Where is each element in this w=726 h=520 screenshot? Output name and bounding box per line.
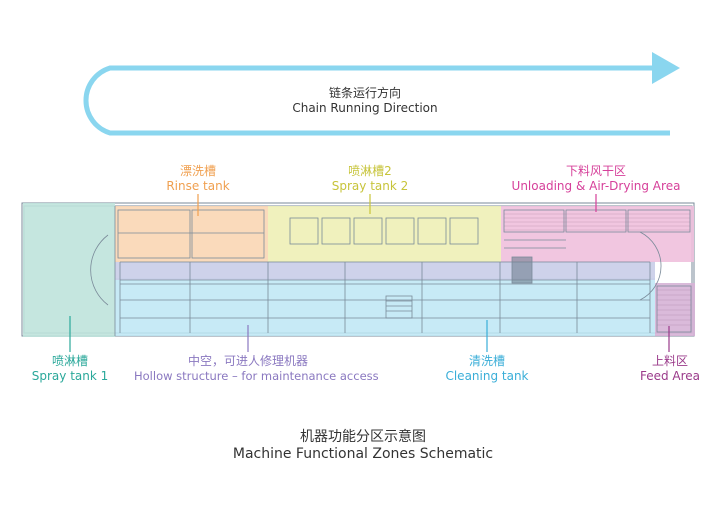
label-spray-tank-1-en: Spray tank 1 <box>31 369 109 383</box>
zone-unloading-area <box>501 206 694 262</box>
label-unloading-area: 下料风干区 Unloading & Air-Drying Area <box>506 164 686 194</box>
zone-spray-tank-2 <box>268 206 501 262</box>
label-spray-tank-1: 喷淋槽 Spray tank 1 <box>22 354 118 384</box>
label-spray-tank-2: 喷淋槽2 Spray tank 2 <box>310 164 430 194</box>
label-unloading-area-en: Unloading & Air-Drying Area <box>511 179 681 193</box>
zone-feed-area <box>655 283 695 336</box>
label-cleaning-tank-en: Cleaning tank <box>445 369 529 383</box>
label-rinse-tank-en: Rinse tank <box>166 179 230 193</box>
label-cleaning-tank: 清洗槽 Cleaning tank <box>440 354 534 384</box>
label-unloading-area-cn: 下料风干区 <box>565 164 626 178</box>
machine-structure <box>90 206 692 336</box>
caption-title-en: Machine Functional Zones Schematic <box>232 446 494 462</box>
label-hollow-structure-en: Hollow structure – for maintenance acces… <box>134 369 379 383</box>
chain-direction-arrow <box>83 52 680 136</box>
label-feed-area: 上料区 Feed Area <box>634 354 706 384</box>
mesh-hatch <box>504 213 691 326</box>
zone-hollow-structure <box>115 261 655 280</box>
leader-lines <box>69 194 670 352</box>
direction-label: 链条运行方向 Chain Running Direction <box>280 86 450 116</box>
zone-spray-tank-1 <box>23 203 115 337</box>
zone-cleaning-tank <box>115 278 655 336</box>
label-hollow-structure-cn: 中空，可进人修理机器 <box>187 354 308 368</box>
label-hollow-structure: 中空，可进人修理机器 Hollow structure – for mainte… <box>134 354 379 384</box>
zone-rinse-tank <box>115 206 268 262</box>
label-feed-area-cn: 上料区 <box>651 354 688 368</box>
label-spray-tank-2-cn: 喷淋槽2 <box>348 164 392 178</box>
label-cleaning-tank-cn: 清洗槽 <box>468 354 505 368</box>
label-rinse-tank: 漂洗槽 Rinse tank <box>140 164 256 194</box>
caption-title-cn: 机器功能分区示意图 <box>300 429 426 445</box>
direction-label-en: Chain Running Direction <box>292 101 438 115</box>
label-feed-area-en: Feed Area <box>639 369 701 383</box>
label-spray-tank-2-en: Spray tank 2 <box>331 179 409 193</box>
label-spray-tank-1-cn: 喷淋槽 <box>51 354 88 368</box>
label-rinse-tank-cn: 漂洗槽 <box>179 164 216 178</box>
direction-label-cn: 链条运行方向 <box>328 86 401 100</box>
